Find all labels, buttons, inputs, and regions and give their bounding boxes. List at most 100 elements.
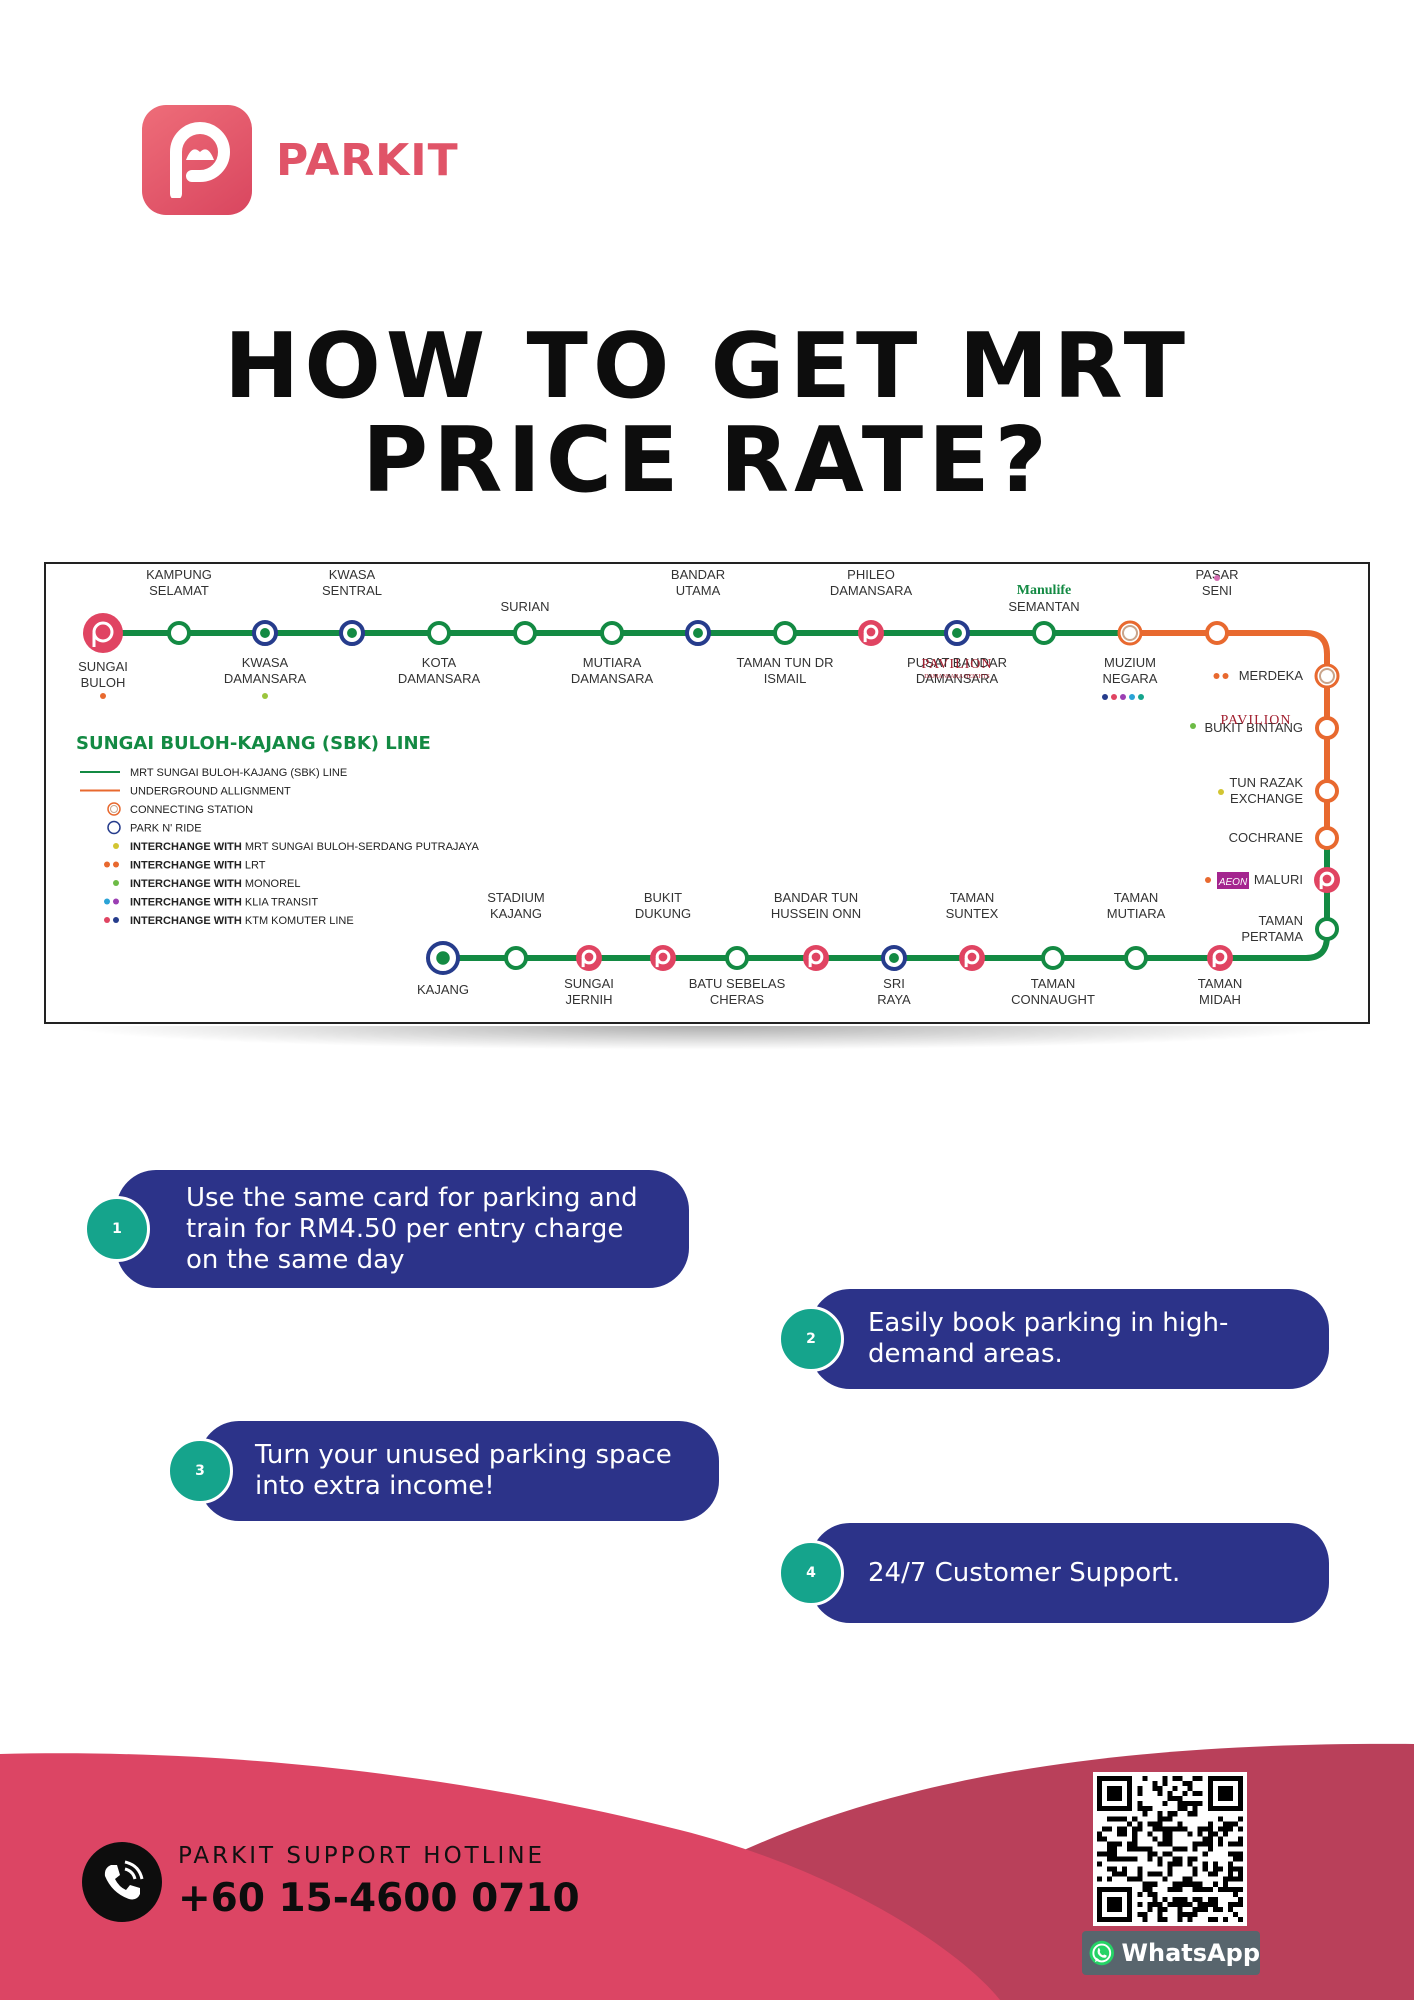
- station-taman-midah: [1207, 945, 1233, 971]
- legend-item: INTERCHANGE WITH LRT: [104, 860, 266, 872]
- station-bukit-dukung: [650, 945, 676, 971]
- station-muzium-negara: [1117, 620, 1143, 646]
- interchange-dot: [1190, 723, 1196, 729]
- station-tun-razak-exchange: [1315, 779, 1339, 803]
- svg-text:MRT SUNGAI BULOH-KAJANG (SBK): MRT SUNGAI BULOH-KAJANG (SBK) LINE: [130, 767, 347, 779]
- station-taman-pertama: [1315, 917, 1339, 941]
- station-semantan: [1032, 621, 1056, 645]
- station-taman-tun-dr-ismail: [773, 621, 797, 645]
- line-title: SUNGAI BULOH-KAJANG (SBK) LINE: [76, 733, 431, 754]
- station-merdeka: [1314, 663, 1340, 689]
- station-label: MERDEKA: [1239, 668, 1304, 683]
- hotline-number[interactable]: +60 15-4600 0710: [178, 1876, 580, 1921]
- step-4-number: 4: [778, 1540, 844, 1606]
- svg-text:INTERCHANGE WITH KLIA TRANSIT: INTERCHANGE WITH KLIA TRANSIT: [130, 897, 318, 909]
- pavilion-logo-2: PAVILION: [1220, 713, 1291, 728]
- station-label: SEMANTAN: [1008, 599, 1079, 614]
- station-kota-damansara: [427, 621, 451, 645]
- step-1-number: 1: [84, 1196, 150, 1262]
- whatsapp-qr-code[interactable]: [1093, 1772, 1247, 1926]
- step-4-text: 24/7 Customer Support.: [810, 1523, 1329, 1623]
- parkit-logo-icon: [142, 105, 252, 215]
- station-sungai-jernih: [576, 945, 602, 971]
- interchange-dot: [1138, 694, 1144, 700]
- interchange-dot: [1129, 694, 1135, 700]
- phone-icon: [82, 1842, 162, 1922]
- interchange-dot: [1222, 673, 1229, 679]
- step-2: Easily book parking in high-demand areas…: [778, 1289, 1329, 1389]
- step-2-text: Easily book parking in high-demand areas…: [810, 1289, 1329, 1389]
- station-bukit-bintang: [1315, 716, 1339, 740]
- page-title: HOW TO GET MRT PRICE RATE?: [0, 320, 1414, 508]
- station-cochrane: [1315, 826, 1339, 850]
- hotline-label: PARKIT SUPPORT HOTLINE: [178, 1843, 546, 1869]
- station-kajang: [426, 941, 460, 975]
- station-taman-suntex: [959, 945, 985, 971]
- svg-text:INTERCHANGE WITH MRT SUNGAI BU: INTERCHANGE WITH MRT SUNGAI BULOH-SERDAN…: [130, 841, 479, 853]
- station-sungai-buloh: [83, 613, 123, 653]
- step-1-text: Use the same card for parking and train …: [116, 1170, 689, 1288]
- line-underground: [1131, 630, 1330, 829]
- legend-item: INTERCHANGE WITH MONOREL: [113, 878, 301, 890]
- station-label: MALURI: [1254, 872, 1303, 887]
- whatsapp-icon: [1089, 1940, 1115, 1966]
- pavilion-subtitle: DAMANSARA HEIGHTS: [924, 674, 990, 680]
- whatsapp-label: WhatsApp: [1121, 1939, 1260, 1967]
- interchange-dot: [262, 693, 268, 699]
- brand-name: PARKIT: [276, 134, 459, 186]
- legend-item: PARK N' RIDE: [107, 820, 202, 835]
- interchange-dot: [1102, 694, 1108, 700]
- interchange-dot: [1218, 789, 1224, 795]
- interchange-dot: [1205, 877, 1211, 883]
- step-3-text: Turn your unused parking space into extr…: [199, 1421, 719, 1521]
- line-green-bottom: [444, 829, 1330, 961]
- interchange-dot: [100, 693, 106, 699]
- station-maluri: [1314, 867, 1340, 893]
- map-shadow: [60, 1026, 1350, 1050]
- svg-text:CONNECTING STATION: CONNECTING STATION: [130, 804, 253, 816]
- svg-text:INTERCHANGE WITH MONOREL: INTERCHANGE WITH MONOREL: [130, 878, 301, 890]
- station-sri-raya: [881, 945, 907, 971]
- legend-item: UNDERGROUND ALLIGNMENT: [80, 786, 291, 798]
- station-kampung-selamat: [167, 621, 191, 645]
- station-phileo-damansara: [858, 620, 884, 646]
- legend-item: INTERCHANGE WITH KLIA TRANSIT: [104, 897, 318, 909]
- station-label: BUKIT BINTANG: [1205, 720, 1303, 735]
- pavilion-logo: PAVILION: [921, 657, 992, 672]
- svg-text:INTERCHANGE WITH KTM KOMUTER L: INTERCHANGE WITH KTM KOMUTER LINE: [130, 915, 354, 927]
- whatsapp-badge[interactable]: WhatsApp: [1082, 1931, 1260, 1975]
- svg-text:UNDERGROUND ALLIGNMENT: UNDERGROUND ALLIGNMENT: [130, 786, 291, 798]
- station-taman-mutiara: [1124, 946, 1148, 970]
- station-bandar-utama: [685, 620, 711, 646]
- station-pasar-seni: [1205, 621, 1229, 645]
- station-kwasa-damansara: [252, 620, 278, 646]
- legend-item: INTERCHANGE WITH KTM KOMUTER LINE: [104, 915, 354, 927]
- station-label: SURIAN: [500, 599, 549, 614]
- aeon-logo-text: AEON: [1218, 877, 1248, 888]
- step-4: 24/7 Customer Support. 4: [778, 1523, 1329, 1623]
- interchange-dot: [1120, 694, 1126, 700]
- station-label: COCHRANE: [1229, 830, 1304, 845]
- station-label: KAJANG: [417, 982, 469, 997]
- station-taman-connaught: [1041, 946, 1065, 970]
- svg-text:PARK N' RIDE: PARK N' RIDE: [130, 823, 202, 835]
- page-title-line-1: HOW TO GET MRT: [224, 314, 1190, 419]
- station-batu-sebelas-cheras: [725, 946, 749, 970]
